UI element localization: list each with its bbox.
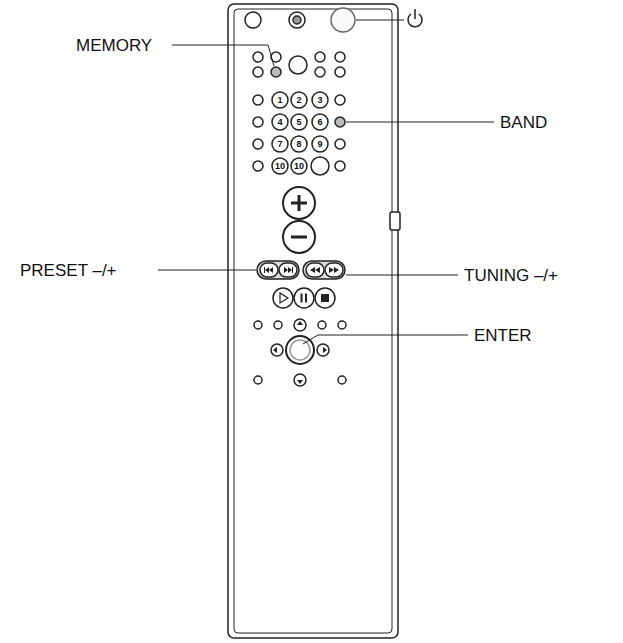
button-number: 2 [296, 96, 301, 105]
leader-lines [158, 20, 494, 344]
button-number: 6 [317, 118, 322, 127]
button-number: 3 [317, 96, 322, 105]
callout-label: BAND [500, 114, 547, 131]
callout-label: TUNING –/+ [464, 267, 558, 284]
button-number: 4 [277, 118, 282, 127]
button-number: 10 [294, 162, 304, 171]
button-number: 9 [317, 140, 322, 149]
callout-label: PRESET –/+ [20, 262, 117, 279]
button-number: 8 [296, 140, 301, 149]
callout-label: ENTER [474, 327, 532, 344]
memory-button [271, 67, 281, 77]
button-number: 5 [296, 118, 301, 127]
button-number: 1 [277, 96, 282, 105]
remote-body [228, 4, 398, 638]
button-number: 7 [277, 140, 282, 149]
power-symbol [408, 9, 422, 27]
button-number: 10 [275, 162, 285, 171]
power-button [331, 8, 355, 32]
callout-label: MEMORY [76, 37, 152, 54]
number-buttons [253, 92, 345, 175]
